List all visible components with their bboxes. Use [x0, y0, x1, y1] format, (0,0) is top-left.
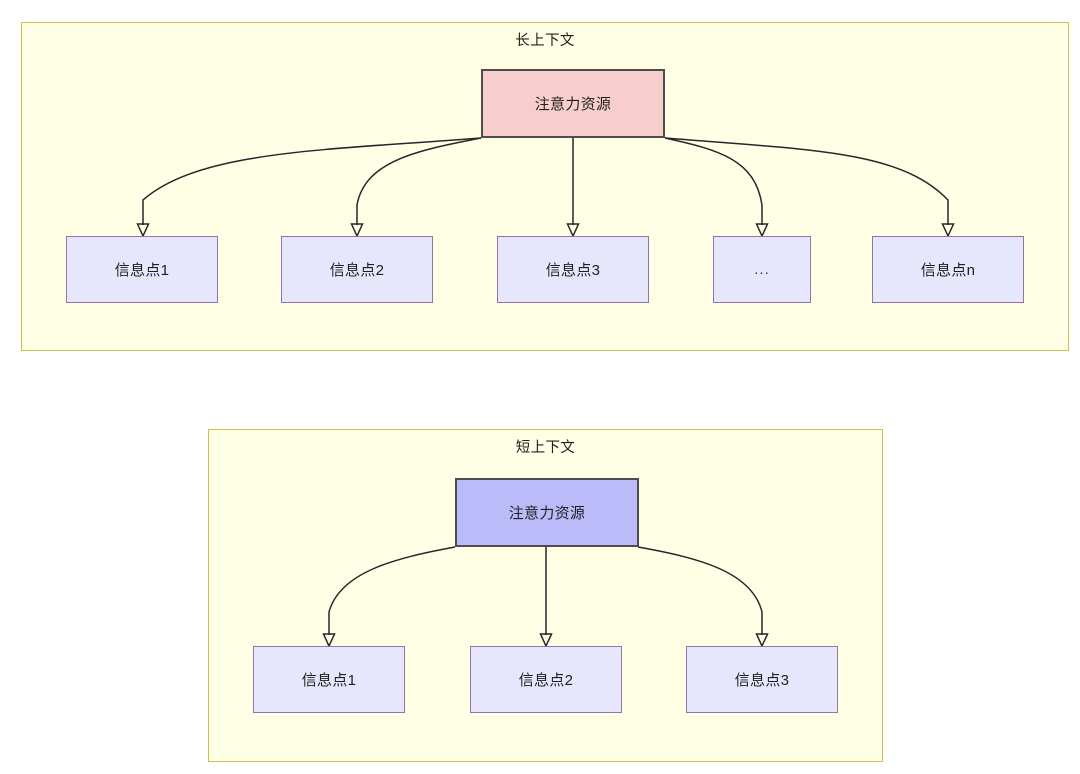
- info-node-short-1[interactable]: 信息点1: [253, 646, 405, 713]
- info-node-long-3[interactable]: 信息点3: [497, 236, 649, 303]
- attention-resource-node-long[interactable]: 注意力资源: [481, 69, 665, 138]
- attention-resource-node-short[interactable]: 注意力资源: [455, 478, 639, 547]
- info-node-long-n[interactable]: 信息点n: [872, 236, 1024, 303]
- info-node-long-1[interactable]: 信息点1: [66, 236, 218, 303]
- info-node-long-2[interactable]: 信息点2: [281, 236, 433, 303]
- info-node-short-2[interactable]: 信息点2: [470, 646, 622, 713]
- info-node-short-3[interactable]: 信息点3: [686, 646, 838, 713]
- long-context-title: 长上下文: [515, 33, 575, 49]
- short-context-title: 短上下文: [515, 440, 576, 456]
- info-node-long-ellipsis[interactable]: ...: [713, 236, 811, 303]
